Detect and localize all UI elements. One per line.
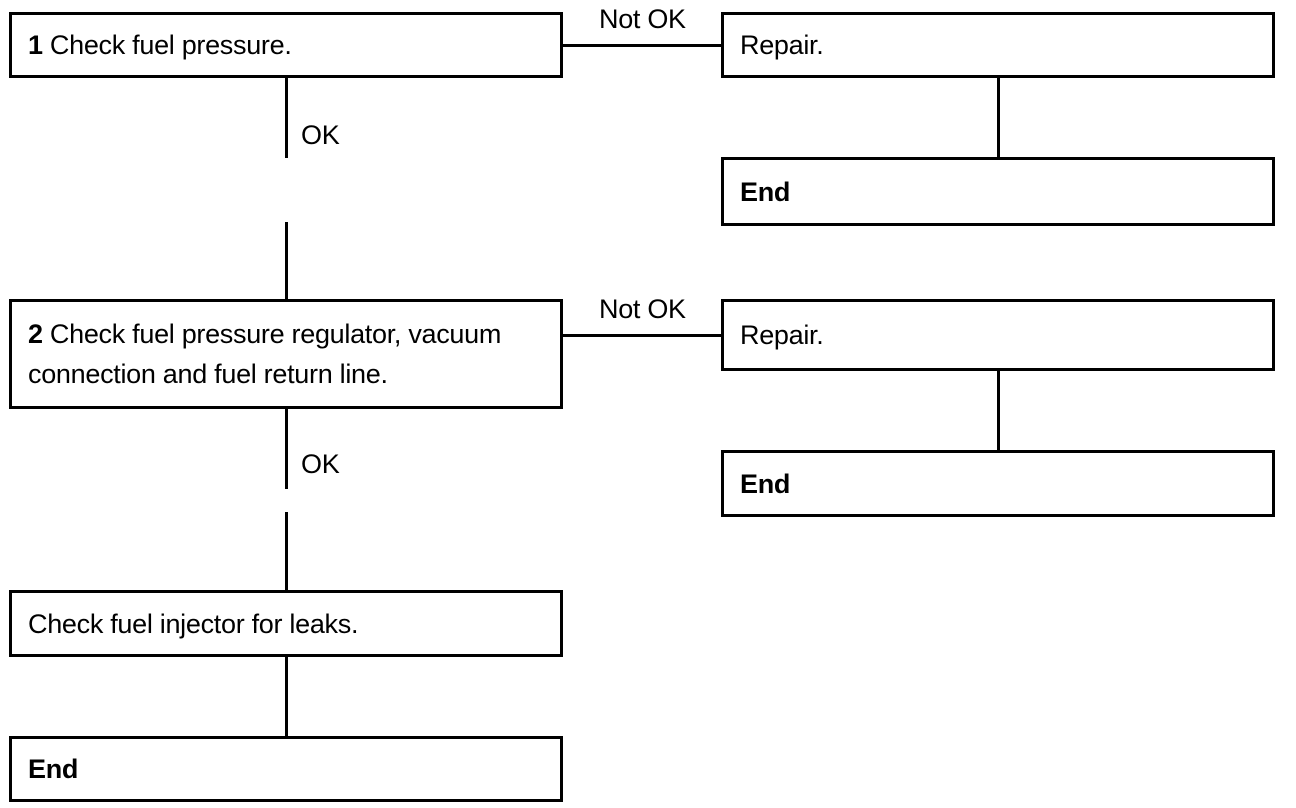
step1-ok-connector-lower <box>285 222 288 300</box>
step1-end-box: End <box>721 157 1275 226</box>
step1-box: 1 Check fuel pressure. <box>9 12 563 78</box>
step1-ok-label: OK <box>301 120 340 150</box>
final-end-box: End <box>9 736 563 802</box>
step1-repair-box: Repair. <box>721 12 1275 78</box>
step2-repair-box: Repair. <box>721 299 1275 371</box>
step2-number: 2 <box>28 319 43 349</box>
step2-ok-connector-upper <box>285 409 288 489</box>
step2-ok-connector-lower <box>285 512 288 592</box>
step1-not-ok-connector <box>563 44 721 47</box>
step1-number: 1 <box>28 30 43 60</box>
step2-not-ok-label: Not OK <box>599 294 686 324</box>
step2-box: 2 Check fuel pressure regulator, vacuum … <box>9 299 563 409</box>
step1-text: Check fuel pressure. <box>49 30 292 60</box>
step2-text-line2: connection and fuel return line. <box>28 359 388 389</box>
step1-ok-connector-upper <box>285 78 288 158</box>
step3-to-end-connector <box>285 657 288 737</box>
step2-ok-label: OK <box>301 449 340 479</box>
step3-box: Check fuel injector for leaks. <box>9 590 563 657</box>
step2-not-ok-connector <box>563 334 721 337</box>
step2-repair-to-end-connector <box>997 371 1000 451</box>
step1-repair-to-end-connector <box>997 78 1000 158</box>
step1-not-ok-label: Not OK <box>599 4 686 34</box>
step2-end-box: End <box>721 450 1275 517</box>
step2-text-line1: Check fuel pressure regulator, vacuum <box>49 319 502 349</box>
